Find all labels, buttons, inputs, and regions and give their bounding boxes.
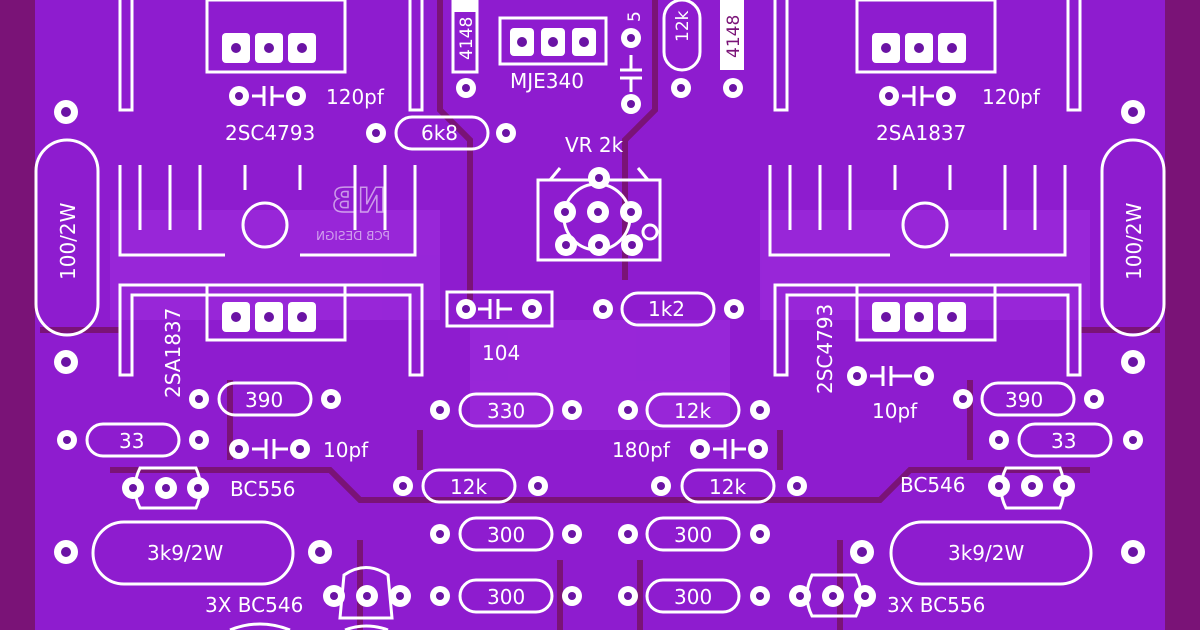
cap-120pf-right	[879, 86, 956, 106]
label-120pf-right: 120pf	[982, 85, 1041, 109]
label-330: 330	[487, 399, 525, 423]
label-6k8: 6k8	[421, 121, 458, 145]
cap-120pf-left	[229, 86, 306, 106]
label-vr: VR 2k	[565, 133, 624, 157]
heatsink-top-right	[773, 0, 1082, 112]
label-2sc4793-left: 2SC4793	[225, 121, 315, 145]
label-10pf-right: 10pf	[872, 399, 918, 423]
resistor-3k9-2w-right: 3k9/2W	[850, 520, 1145, 586]
cap-104	[445, 290, 554, 328]
transistor-pads-mid-right	[872, 302, 966, 332]
label-300-a: 300	[487, 523, 525, 547]
label-bc556: BC556	[230, 477, 296, 501]
transistor-3x-bc546	[229, 566, 411, 630]
label-2sa1837-left: 2SA1837	[161, 308, 185, 398]
label-3x-bc556: 3X BC556	[887, 593, 985, 617]
label-12k-lower-left: 12k	[450, 475, 487, 499]
label-12k-lower-right: 12k	[709, 475, 746, 499]
resistor-33-right: 33	[989, 422, 1143, 458]
transistor-pads-top-left	[222, 33, 316, 63]
label-4148-left: 4148	[457, 17, 477, 60]
diode-4148-right: 4148	[720, 0, 744, 98]
label-3k9-2w-right: 3k9/2W	[948, 541, 1024, 565]
label-4148-right: 4148	[724, 15, 744, 58]
resistor-300-d: 300	[618, 578, 770, 614]
label-12k-top: 12k	[673, 10, 693, 42]
label-300-d: 300	[674, 585, 712, 609]
resistor-300-c: 300	[430, 578, 582, 614]
heatsink-mid-right	[768, 165, 1082, 377]
resistor-330: 330	[430, 392, 582, 428]
resistor-390-right: 390	[953, 381, 1104, 417]
resistor-12k-lower-left: 12k	[393, 468, 548, 504]
label-300-c: 300	[487, 585, 525, 609]
trimmer-vr-2k: VR 2k	[536, 133, 662, 262]
heatsink-mid-left	[118, 165, 424, 377]
label-33-left: 33	[119, 429, 144, 453]
pcb-design-logo: NB PCB DESIGN	[316, 180, 390, 243]
label-mje340: MJE340	[510, 69, 584, 93]
label-cap-5: 5	[625, 11, 645, 22]
label-1k2: 1k2	[648, 297, 685, 321]
label-120pf-left: 120pf	[326, 85, 385, 109]
label-300-b: 300	[674, 523, 712, 547]
resistor-300-a: 300	[430, 516, 582, 552]
resistor-100-2w-left: 100/2W	[34, 100, 100, 374]
resistor-12k-mid: 12k	[618, 392, 770, 428]
label-100-2w-right: 100/2W	[1122, 202, 1146, 280]
label-10pf-left: 10pf	[323, 438, 369, 462]
cap-5: 5	[620, 11, 645, 114]
resistor-390-left: 390	[189, 381, 341, 417]
label-180pf: 180pf	[612, 438, 671, 462]
label-2sa1837-right: 2SA1837	[876, 121, 966, 145]
diode-4148-left: 4148	[451, 0, 479, 98]
logo-mark: NB	[332, 181, 386, 221]
label-3k9-2w-left: 3k9/2W	[147, 541, 223, 565]
label-390-left: 390	[245, 388, 283, 412]
label-104: 104	[482, 341, 520, 365]
label-3x-bc546: 3X BC546	[205, 593, 303, 617]
logo-text: PCB DESIGN	[316, 229, 390, 243]
resistor-3k9-2w-left: 3k9/2W	[54, 520, 332, 586]
transistor-bc556	[122, 466, 209, 510]
transistor-pads-top-right	[872, 33, 966, 63]
label-bc546: BC546	[900, 473, 966, 497]
label-100-2w-left: 100/2W	[56, 202, 80, 280]
transistor-3x-bc556	[789, 573, 876, 618]
transistor-pads-mid-left	[222, 302, 316, 332]
resistor-12k-lower-right: 12k	[651, 468, 807, 504]
heatsink-top-left	[118, 0, 424, 112]
resistor-6k8: 6k8	[366, 115, 516, 151]
cap-10pf-left	[229, 439, 310, 459]
resistor-300-b: 300	[618, 516, 770, 552]
label-12k-mid: 12k	[674, 399, 711, 423]
label-2sc4793-right: 2SC4793	[813, 304, 837, 394]
resistor-1k2: 1k2	[593, 291, 744, 327]
cap-10pf-right	[847, 366, 934, 386]
mje340-footprint	[498, 16, 608, 66]
resistor-100-2w-right: 100/2W	[1100, 100, 1166, 374]
resistor-12k-top: 12k	[662, 0, 702, 98]
resistor-33-left: 33	[57, 422, 209, 458]
label-33-right: 33	[1051, 429, 1076, 453]
cap-180pf	[690, 439, 768, 459]
label-390-right: 390	[1005, 388, 1043, 412]
transistor-bc546	[988, 466, 1075, 510]
